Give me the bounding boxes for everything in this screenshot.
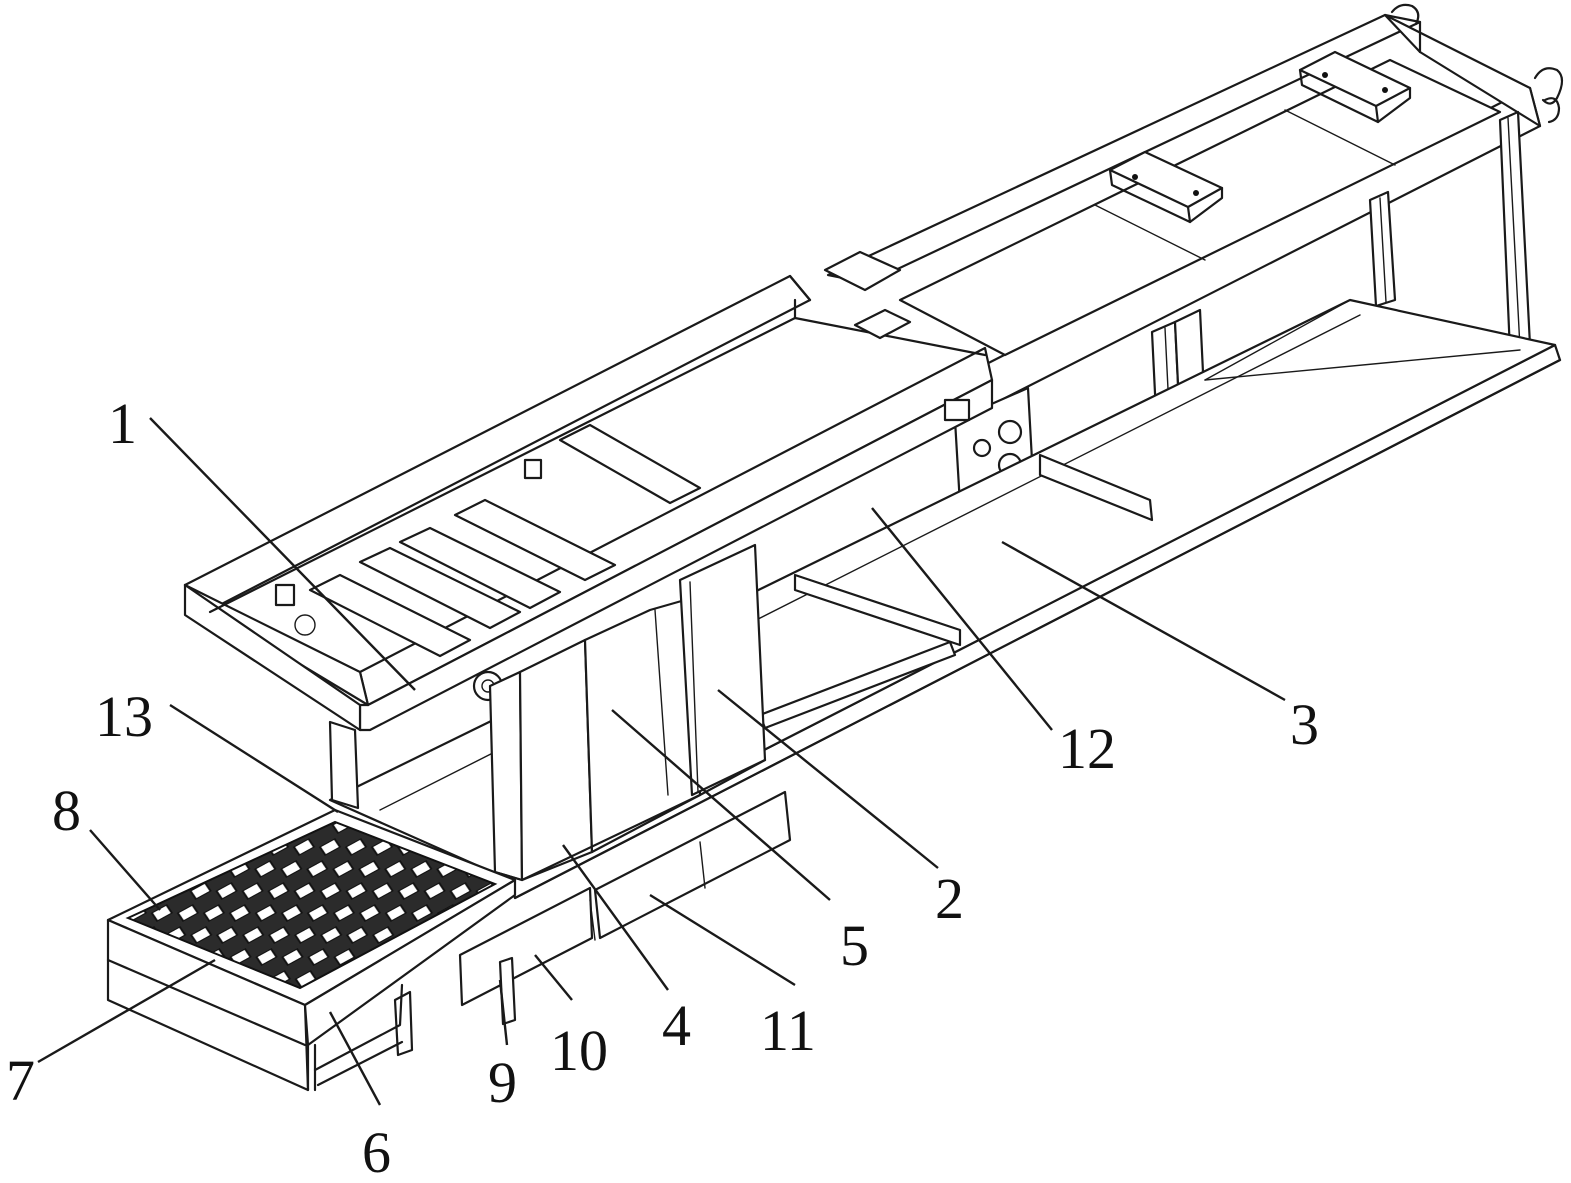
- long-top-frame: [826, 3, 1564, 422]
- label-13: 13: [95, 684, 153, 749]
- leader-4: [562, 844, 669, 991]
- leader-8: [89, 829, 161, 911]
- head-frame: [183, 250, 994, 810]
- leader-13: [169, 703, 339, 814]
- label-3: 3: [1290, 692, 1319, 757]
- label-9: 9: [488, 1050, 517, 1115]
- leader-1: [149, 417, 416, 691]
- center-column-box: [393, 543, 792, 1057]
- label-5: 5: [840, 913, 869, 978]
- label-2: 2: [935, 866, 964, 931]
- leader-2: [717, 689, 939, 869]
- leader-10: [534, 954, 573, 1001]
- label-7: 7: [6, 1048, 35, 1113]
- label-6: 6: [362, 1120, 391, 1183]
- label-8: 8: [52, 778, 81, 843]
- label-1: 1: [108, 391, 137, 456]
- leader-11: [649, 893, 796, 987]
- label-11: 11: [760, 998, 816, 1063]
- leader-6: [328, 1011, 382, 1106]
- callouts: 1 2 3 4 5 6 7 8 9 10 11 12 13: [6, 391, 1319, 1183]
- leader-9: [498, 979, 509, 1046]
- label-10: 10: [550, 1018, 608, 1083]
- label-4: 4: [662, 993, 691, 1058]
- leader-3: [1001, 540, 1286, 702]
- mesh-tray: [106, 808, 517, 1092]
- leader-7: [37, 958, 216, 1064]
- leader-12: [871, 507, 1053, 731]
- leader-5: [611, 709, 831, 901]
- label-12: 12: [1058, 716, 1116, 781]
